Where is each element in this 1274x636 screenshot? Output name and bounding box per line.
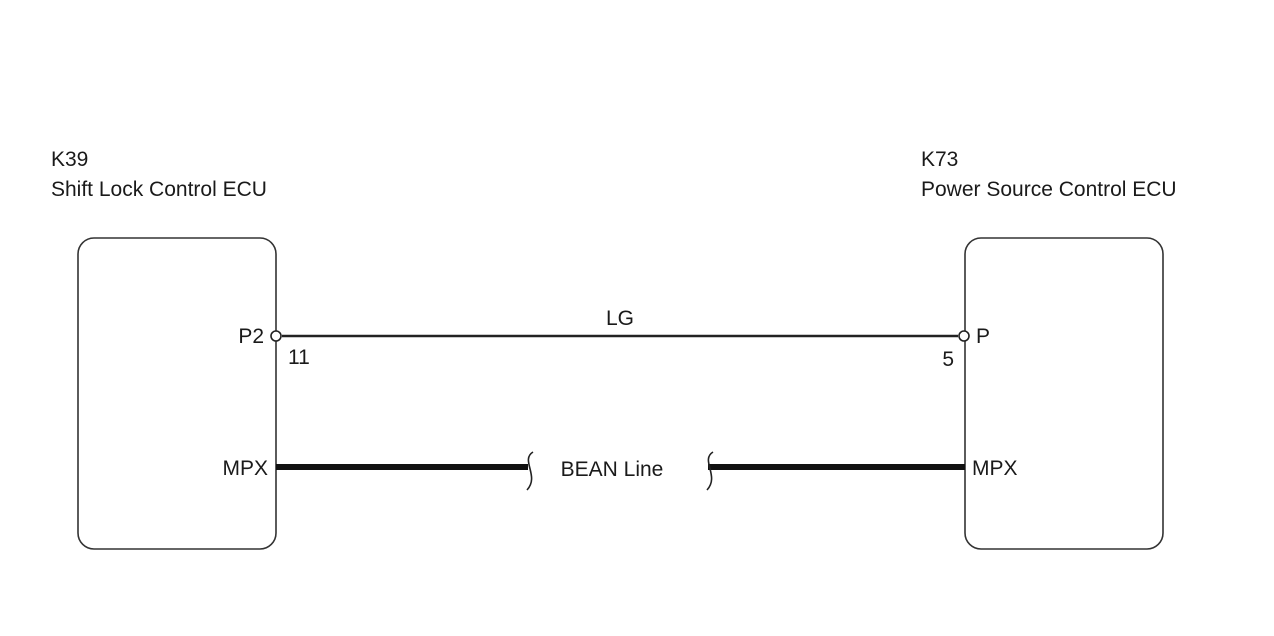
left-pin-number: 11	[288, 346, 310, 369]
bus-wire-label: BEAN Line	[561, 458, 664, 481]
left-ecu-code: K39	[51, 148, 88, 171]
right-bus-terminal-label: MPX	[972, 457, 1018, 480]
left-ecu-name: Shift Lock Control ECU	[51, 178, 267, 201]
right-ecu-name: Power Source Control ECU	[921, 178, 1177, 201]
right-pin-terminal-label: P	[976, 325, 990, 348]
signal-wire-color-label: LG	[606, 307, 634, 330]
bus-wire-right-break-mark	[706, 451, 714, 491]
right-pin-connector	[958, 330, 970, 342]
right-pin-number: 5	[942, 348, 954, 371]
bus-wire-left-break-mark	[526, 451, 534, 491]
left-pin-terminal-label: P2	[238, 325, 264, 348]
left-pin-connector	[270, 330, 282, 342]
right-ecu-box	[964, 237, 1164, 550]
right-ecu-code: K73	[921, 148, 958, 171]
left-bus-terminal-label: MPX	[222, 457, 268, 480]
left-ecu-box	[77, 237, 277, 550]
